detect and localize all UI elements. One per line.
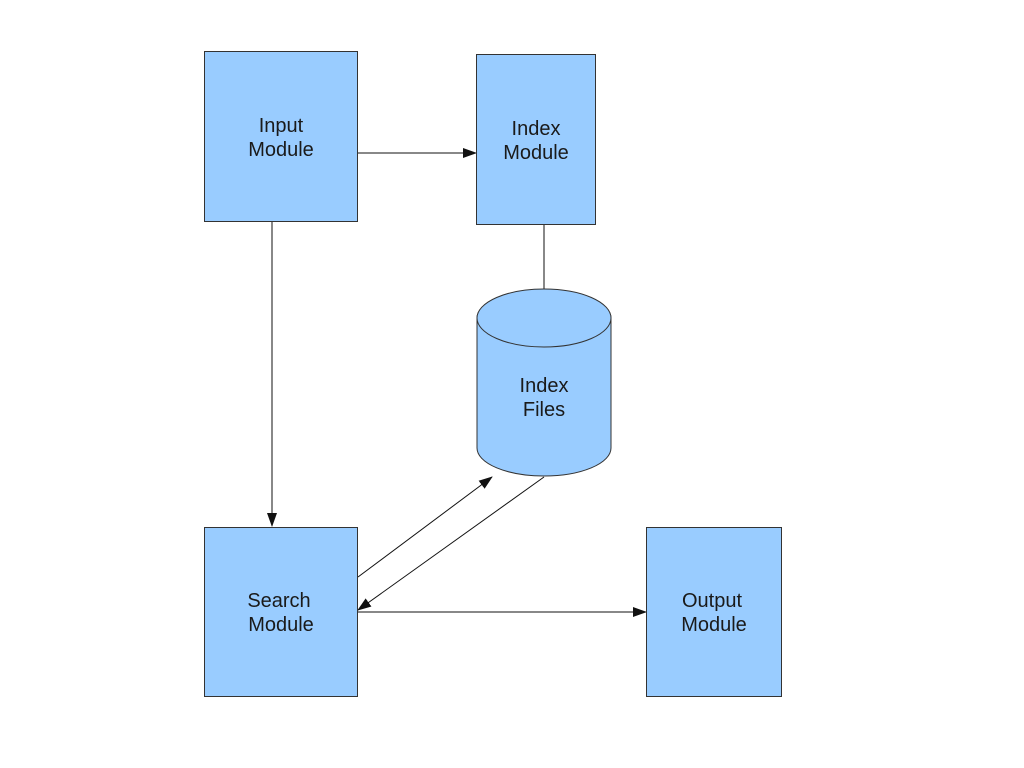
search-module-label-line2: Module	[248, 614, 314, 636]
index-module-box	[476, 54, 596, 225]
search-module-box	[204, 527, 358, 697]
index-files-cylinder-top	[476, 288, 612, 348]
output-module-box	[646, 527, 782, 697]
edges	[267, 148, 647, 617]
output-module-label-line1: Output	[682, 590, 742, 612]
index-files-label-line2: Files	[523, 399, 565, 421]
edge-search-module-to-index-files	[357, 476, 493, 578]
index-files-label-line1: Index	[520, 375, 569, 397]
input-module-box	[204, 51, 358, 222]
edge-index-files-to-search-module	[357, 476, 545, 611]
search-module-label-line1: Search	[247, 590, 310, 612]
node-index-files: Index Files	[476, 288, 612, 477]
index-module-label-line2: Module	[503, 142, 569, 164]
node-search-module: Search Module	[204, 527, 358, 697]
output-module-label-line2: Module	[681, 614, 747, 636]
node-index-module: Index Module	[476, 54, 596, 225]
node-input-module: Input Module	[204, 51, 358, 222]
node-output-module: Output Module	[646, 527, 782, 697]
input-module-label-line1: Input	[259, 115, 304, 137]
index-module-label-line1: Index	[512, 118, 561, 140]
input-module-label-line2: Module	[248, 139, 314, 161]
